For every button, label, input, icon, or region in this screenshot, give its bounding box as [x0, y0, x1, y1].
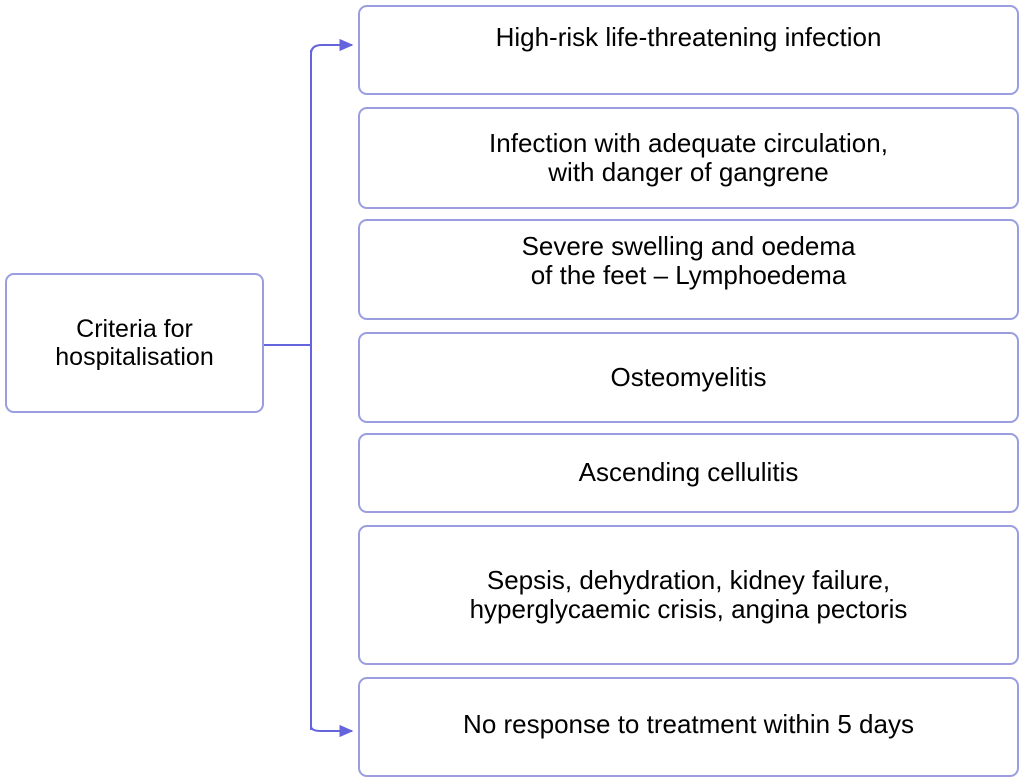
node-label: Osteomyelitis — [610, 361, 767, 392]
connector-arrow-to-c7 — [310, 720, 354, 738]
node-label: Severe swelling and oedema of the feet –… — [521, 231, 856, 291]
node-label: No response to treatment within 5 days — [463, 709, 914, 740]
node-ascending-cellulitis[interactable]: Ascending cellulitis — [358, 433, 1019, 513]
node-osteomyelitis[interactable]: Osteomyelitis — [358, 332, 1019, 423]
node-label: Ascending cellulitis — [578, 457, 799, 488]
node-criteria-for-hospitalisation[interactable]: Criteria for hospitalisation — [5, 273, 264, 413]
node-infection-with-adequate-circulation[interactable]: Infection with adequate circulation, wit… — [358, 107, 1019, 209]
node-sepsis-dehydration-kidney-failure[interactable]: Sepsis, dehydration, kidney failure, hyp… — [358, 525, 1019, 665]
node-label: High-risk life-threatening infection — [495, 22, 882, 52]
node-label: Sepsis, dehydration, kidney failure, hyp… — [469, 564, 908, 624]
node-high-risk-life-threatening-infection[interactable]: High-risk life-threatening infection — [358, 5, 1019, 95]
node-label: Infection with adequate circulation, wit… — [489, 127, 888, 187]
node-severe-swelling-and-oedema[interactable]: Severe swelling and oedema of the feet –… — [358, 219, 1019, 320]
node-no-response-to-treatment[interactable]: No response to treatment within 5 days — [358, 677, 1019, 777]
connector-arrow-to-c1 — [310, 38, 354, 60]
node-label: Criteria for hospitalisation — [55, 315, 214, 371]
